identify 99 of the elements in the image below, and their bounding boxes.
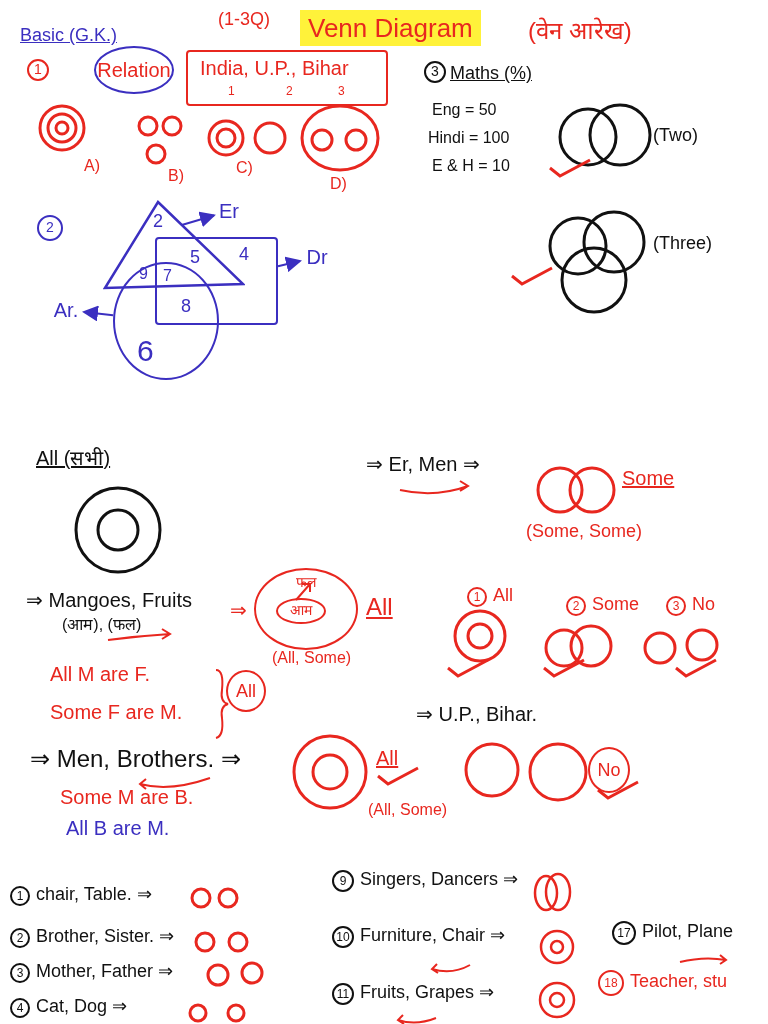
node-text: आम [290,602,312,620]
region-number: 7 [163,266,172,286]
node-text: 6 [137,333,154,369]
number-circle [10,886,30,906]
example-box [186,50,388,106]
statement-text: ⇒ Er, Men ⇒ [366,452,481,477]
answer-circle [588,747,630,793]
data-line: Eng = 50 [432,100,497,120]
arrow [82,305,114,322]
hindi-title: (वेन आरेख) [528,16,632,46]
node-text: Relation [97,57,171,83]
number-circle [666,596,686,616]
pair-text: chair, Table. ⇒ [36,883,152,906]
node-text: 11 [336,986,350,1002]
node-text: 4 [16,1000,24,1016]
number-circle [10,963,30,983]
node-text: All [236,679,256,703]
node-text: 3 [16,965,24,981]
answer-text: All [366,592,393,622]
diagram-caption: (Three) [653,232,712,255]
relation-ellipse [94,46,174,94]
arrow [180,211,216,228]
option-label: D) [330,174,347,194]
node-text: Er [219,198,239,224]
node-text: 3 [672,598,680,614]
node-text: 1 [34,61,42,79]
node-text: 2 [46,219,54,237]
region-number: 5 [190,246,200,269]
pair-text: Mother, Father ⇒ [36,960,174,983]
question-range: (1-3Q) [218,8,270,31]
pair-text: Cat, Dog ⇒ [36,995,128,1018]
section-heading: Maths (%) [450,62,532,85]
pair-text: Brother, Sister. ⇒ [36,925,175,948]
implies-symbol: ⇒ [230,598,247,623]
answer-text: (Some, Some) [526,520,643,543]
pair-text: Fruits, Grapes ⇒ [360,981,495,1004]
statement-text: Some M are B. [60,785,194,810]
statement-text: (आम), (फल) [62,615,142,635]
arrow [277,256,302,273]
data-line: E & H = 10 [432,156,510,176]
option-label: A) [84,156,100,176]
number-circle [424,61,446,83]
statement-text: ⇒ Mangoes, Fruits [26,588,192,613]
statement-text: ⇒ U.P., Bihar. [416,702,538,727]
node-text: 2 [572,598,580,614]
node-text: 4 [239,243,249,266]
node-text: 9 [339,873,347,889]
answer-text: (All, Some) [368,800,448,820]
number-circle [612,921,636,945]
number-circle [10,928,30,948]
number-circle [27,59,49,81]
answer-text: Some [622,466,675,491]
node-text: 17 [617,925,631,941]
number-circle [10,998,30,1018]
answer-text: All [376,746,399,771]
rectangle-set [155,237,278,325]
statement-text: ⇒ Men, Brothers. ⇒ [30,744,241,774]
node-text: 2 [153,210,163,233]
option-label: C) [236,158,253,178]
number-circle [467,587,487,607]
node-text: 3 [431,63,439,81]
node-text: India, U.P., Bihar [200,56,349,81]
node-text: 2 [16,930,24,946]
node-text: 18 [604,975,618,991]
answer-text: (All, Some) [272,648,352,668]
number-circle [566,596,586,616]
pair-text: All [493,584,513,607]
node-text: Dr [306,244,328,270]
node-text: Ar. [53,297,79,323]
number-circle [598,970,624,996]
subscript-number: 3 [338,84,345,99]
data-line: Hindi = 100 [428,128,510,148]
node-text: No [597,758,621,782]
subscript-number: 1 [228,84,235,99]
outer-set-circle [254,568,358,650]
pair-text: Pilot, Plane [642,920,734,943]
number-circle [37,215,63,241]
circle-set [113,262,219,380]
number-circle [332,870,354,892]
answer-circle [226,670,266,712]
option-label: B) [168,166,184,186]
statement-text: Some F are M. [50,700,183,725]
pair-text: Furniture, Chair ⇒ [360,924,506,947]
section-heading: All (सभी) [36,446,111,471]
subscript-number: 2 [286,84,293,99]
statement-text: All B are M. [66,816,170,841]
title-banner: Venn Diagram [300,10,481,46]
pair-text: Some [592,593,640,616]
node-text: 1 [16,888,24,904]
pair-text: Singers, Dancers ⇒ [360,868,519,891]
diagram-caption: (Two) [653,124,698,147]
node-text: 10 [336,929,350,945]
node-text: 1 [473,589,481,605]
inner-set-ellipse [276,598,326,624]
pair-text: Teacher, stu [630,970,728,993]
region-number: 8 [181,295,191,318]
statement-text: All M are F. [50,662,151,687]
topic-heading: Basic (G.K.) [20,24,117,47]
pair-text: No [692,593,715,616]
